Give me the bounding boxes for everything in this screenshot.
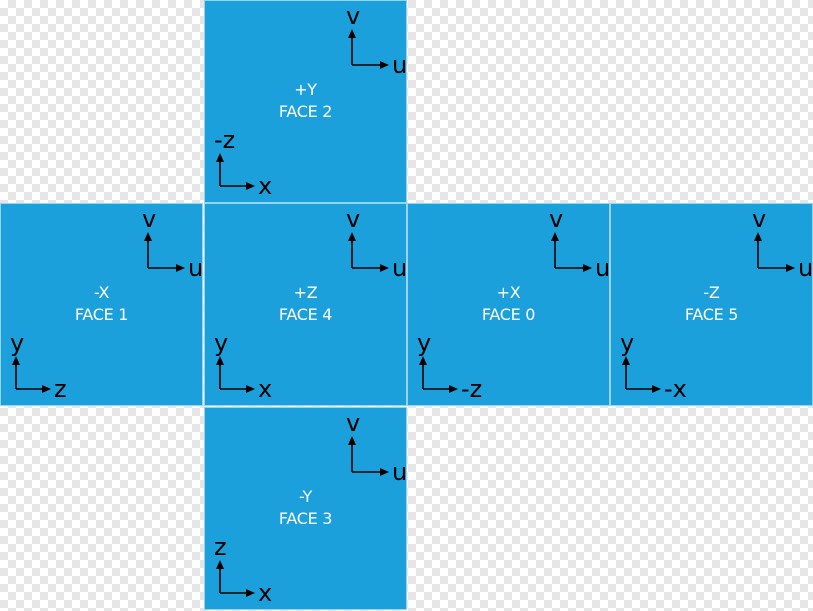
uv-axes: vu <box>346 2 407 79</box>
axes-diagram: vu-zx <box>214 2 407 200</box>
uv-vertical-label: v <box>346 2 360 30</box>
uv-vertical-label: v <box>346 409 360 437</box>
uv-axes: vu <box>752 205 813 282</box>
face-name: +X <box>496 283 521 302</box>
uv-vertical-label: v <box>752 205 766 233</box>
face-label: FACE 1 <box>74 305 129 324</box>
xy-horizontal-label: x <box>258 375 272 403</box>
face-label: FACE 4 <box>278 305 333 324</box>
uv-axes: vu <box>346 409 407 486</box>
uv-horizontal-label: u <box>188 254 203 282</box>
xy-horizontal-arrowhead <box>246 182 255 190</box>
uv-horizontal-arrowhead <box>380 61 389 69</box>
uv-horizontal-arrowhead <box>380 264 389 272</box>
xy-horizontal-arrowhead <box>449 385 458 393</box>
xy-horizontal-arrowhead <box>246 385 255 393</box>
xy-axes: zx <box>214 533 272 607</box>
uv-horizontal-label: u <box>392 51 407 79</box>
xy-horizontal-arrowhead <box>246 589 255 597</box>
face-label: FACE 3 <box>278 509 333 528</box>
face-name: +Z <box>293 283 318 302</box>
xy-horizontal-label: z <box>54 375 67 403</box>
xy-vertical-label: y <box>10 329 24 357</box>
uv-vertical-label: v <box>346 205 360 233</box>
xy-vertical-label: y <box>214 329 228 357</box>
xy-vertical-arrowhead <box>419 356 427 365</box>
uv-vertical-arrowhead <box>144 232 152 241</box>
uv-horizontal-arrowhead <box>176 264 185 272</box>
uv-horizontal-arrowhead <box>583 264 592 272</box>
xy-vertical-arrowhead <box>216 356 224 365</box>
uv-horizontal-label: u <box>798 254 813 282</box>
axes-diagram: vuy-z <box>417 205 610 403</box>
xy-vertical-label: z <box>214 533 227 561</box>
uv-vertical-arrowhead <box>348 436 356 445</box>
uv-horizontal-arrowhead <box>380 468 389 476</box>
xy-vertical-label: -z <box>214 126 235 154</box>
uv-horizontal-label: u <box>595 254 610 282</box>
uv-vertical-arrowhead <box>348 29 356 38</box>
xy-vertical-arrowhead <box>622 356 630 365</box>
face-name: -Z <box>703 283 720 302</box>
xy-vertical-arrowhead <box>12 356 20 365</box>
face-label: FACE 5 <box>684 305 739 324</box>
face-label: FACE 0 <box>481 305 536 324</box>
uv-vertical-label: v <box>142 205 156 233</box>
xy-axes: yx <box>214 329 272 403</box>
xy-horizontal-arrowhead <box>652 385 661 393</box>
xy-axes: yz <box>10 329 67 403</box>
xy-vertical-arrowhead <box>216 560 224 569</box>
xy-vertical-label: y <box>417 329 431 357</box>
face-name: -Y <box>298 487 313 506</box>
xy-vertical-arrowhead <box>216 153 224 162</box>
axes-diagram: vuy-x <box>620 205 813 403</box>
face-name: -X <box>93 283 110 302</box>
uv-axes: vu <box>346 205 407 282</box>
uv-axes: vu <box>549 205 610 282</box>
uv-vertical-arrowhead <box>754 232 762 241</box>
uv-vertical-arrowhead <box>348 232 356 241</box>
face-label: FACE 2 <box>278 102 333 121</box>
uv-horizontal-arrowhead <box>786 264 795 272</box>
xy-horizontal-label: x <box>258 579 272 607</box>
uv-horizontal-label: u <box>392 458 407 486</box>
xy-vertical-label: y <box>620 329 634 357</box>
xy-horizontal-arrowhead <box>42 385 51 393</box>
xy-horizontal-label: x <box>258 172 272 200</box>
uv-axes: vu <box>142 205 203 282</box>
xy-axes: -z x <box>214 126 272 200</box>
face-name: +Y <box>294 80 317 99</box>
uv-vertical-label: v <box>549 205 563 233</box>
xy-horizontal-label: -z <box>461 375 482 403</box>
uv-vertical-arrowhead <box>551 232 559 241</box>
xy-axes: y -x <box>620 329 687 403</box>
uv-horizontal-label: u <box>392 254 407 282</box>
xy-horizontal-label: -x <box>664 375 687 403</box>
xy-axes: y -z <box>417 329 482 403</box>
